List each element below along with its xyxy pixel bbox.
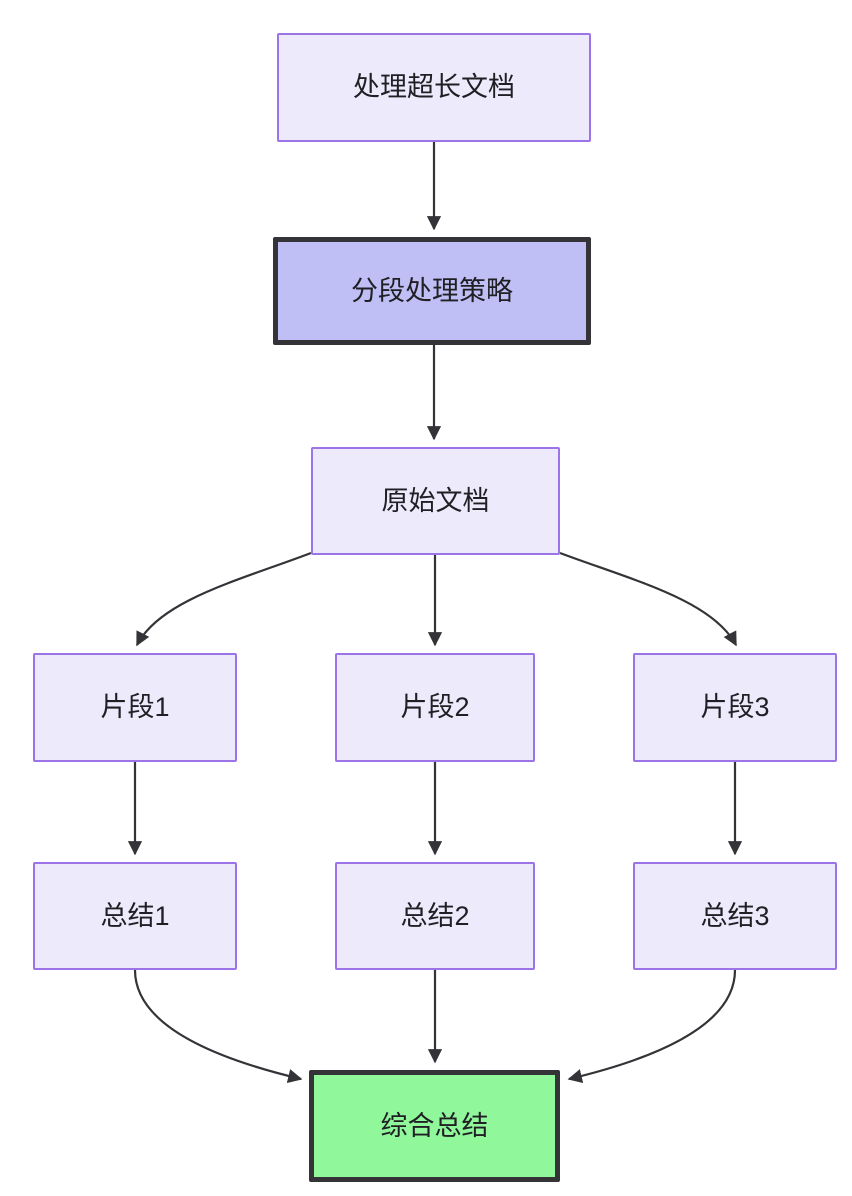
node-process-long-document[interactable]: 处理超长文档 — [277, 33, 591, 142]
node-label: 片段3 — [700, 692, 770, 723]
node-summary-3[interactable]: 总结3 — [633, 862, 837, 970]
node-label: 处理超长文档 — [353, 72, 515, 103]
node-label: 原始文档 — [381, 485, 490, 516]
edge-sum1-final — [133, 969, 303, 1083]
node-label: 总结3 — [700, 900, 770, 931]
edge-source-chunk1 — [136, 551, 312, 647]
node-label: 分段处理策略 — [351, 275, 513, 306]
node-summary-1[interactable]: 总结1 — [33, 862, 237, 970]
node-label: 总结2 — [400, 900, 470, 931]
edge-sum3-final — [567, 969, 737, 1083]
node-chunk-1[interactable]: 片段1 — [33, 653, 237, 762]
node-label: 总结1 — [100, 900, 170, 931]
edge-source-chunk3 — [559, 551, 737, 647]
node-source-document[interactable]: 原始文档 — [311, 447, 560, 555]
node-summary-2[interactable]: 总结2 — [335, 862, 535, 970]
node-label: 综合总结 — [380, 1110, 489, 1141]
node-combined-summary[interactable]: 综合总结 — [309, 1070, 560, 1182]
node-chunking-strategy[interactable]: 分段处理策略 — [273, 237, 591, 345]
node-chunk-2[interactable]: 片段2 — [335, 653, 535, 762]
node-chunk-3[interactable]: 片段3 — [633, 653, 837, 762]
node-label: 片段1 — [100, 692, 170, 723]
node-label: 片段2 — [400, 692, 470, 723]
